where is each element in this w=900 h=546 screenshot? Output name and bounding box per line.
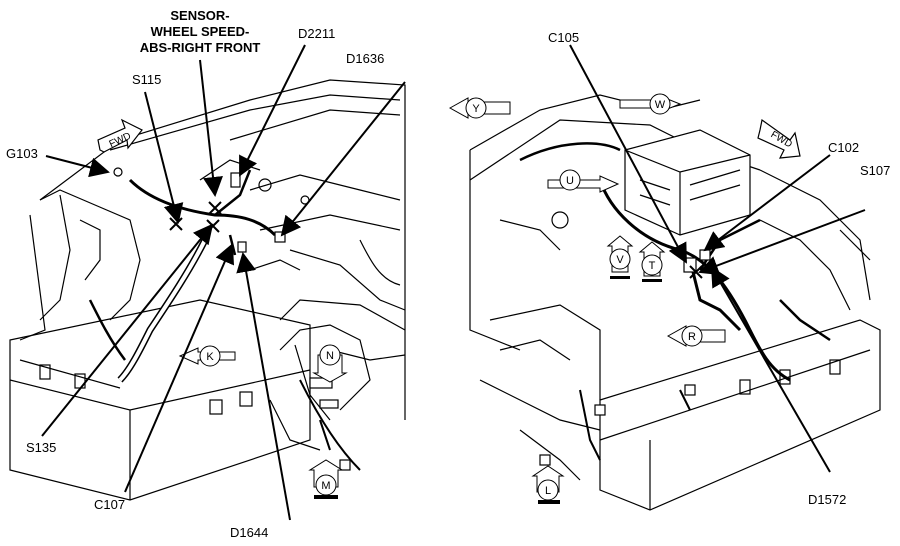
leader-s107 bbox=[698, 209, 866, 276]
callout-d2211: D2211 bbox=[298, 26, 336, 41]
svg-text:K: K bbox=[206, 351, 214, 363]
callout-s135: S135 bbox=[26, 440, 57, 455]
callout-c107: C107 bbox=[94, 497, 126, 512]
svg-text:N: N bbox=[326, 350, 334, 362]
leader-g103 bbox=[45, 155, 110, 178]
view-marker-y: Y bbox=[448, 97, 511, 119]
left-engine-compartment bbox=[9, 79, 406, 501]
fwd-arrow-right: FWD bbox=[757, 118, 801, 159]
callout-c102: C102 bbox=[828, 140, 860, 155]
callout-s115: S115 bbox=[132, 72, 162, 87]
svg-text:R: R bbox=[688, 331, 696, 343]
right-engine-compartment bbox=[469, 94, 881, 511]
sensor-label-line3: ABS-RIGHT FRONT bbox=[139, 40, 261, 55]
svg-text:V: V bbox=[616, 254, 624, 266]
leader-s135 bbox=[41, 223, 214, 437]
view-marker-w: W bbox=[619, 93, 682, 115]
leader-s115 bbox=[144, 91, 184, 224]
leader-c102 bbox=[703, 154, 831, 252]
leader-d1644 bbox=[236, 252, 291, 521]
callout-d1636: D1636 bbox=[346, 51, 385, 66]
callout-sensor-wheel-speed: SENSOR- WHEEL SPEED- ABS-RIGHT FRONT bbox=[130, 8, 270, 56]
view-marker-k: K bbox=[178, 345, 236, 367]
leader-sensor bbox=[199, 59, 223, 197]
view-marker-m: M bbox=[308, 459, 344, 499]
callout-d1644: D1644 bbox=[230, 525, 269, 540]
view-marker-u: U bbox=[547, 169, 620, 193]
sensor-label-line1: SENSOR- bbox=[170, 8, 230, 23]
svg-text:L: L bbox=[545, 485, 551, 497]
leader-d1572 bbox=[710, 266, 831, 473]
sensor-label-line2: WHEEL SPEED- bbox=[150, 24, 250, 39]
svg-text:Y: Y bbox=[472, 103, 480, 115]
splice-markers bbox=[169, 201, 703, 279]
callout-g103: G103 bbox=[6, 146, 38, 161]
view-marker-v: V bbox=[606, 235, 634, 279]
leader-c105 bbox=[569, 44, 687, 264]
leader-d2211 bbox=[239, 44, 306, 177]
leader-d1636 bbox=[280, 81, 406, 237]
svg-text:M: M bbox=[321, 480, 330, 492]
view-marker-l: L bbox=[531, 465, 565, 504]
callout-s107: S107 bbox=[860, 163, 891, 178]
leader-c107 bbox=[124, 243, 235, 493]
view-marker-r: R bbox=[666, 325, 726, 347]
svg-text:W: W bbox=[655, 99, 666, 111]
view-marker-n: N bbox=[312, 344, 348, 383]
callout-d1572: D1572 bbox=[808, 492, 847, 507]
svg-text:T: T bbox=[649, 260, 656, 272]
callout-c105: C105 bbox=[548, 30, 580, 45]
leader-lines bbox=[41, 44, 866, 521]
svg-text:U: U bbox=[566, 175, 574, 187]
view-marker-t: T bbox=[638, 241, 666, 282]
